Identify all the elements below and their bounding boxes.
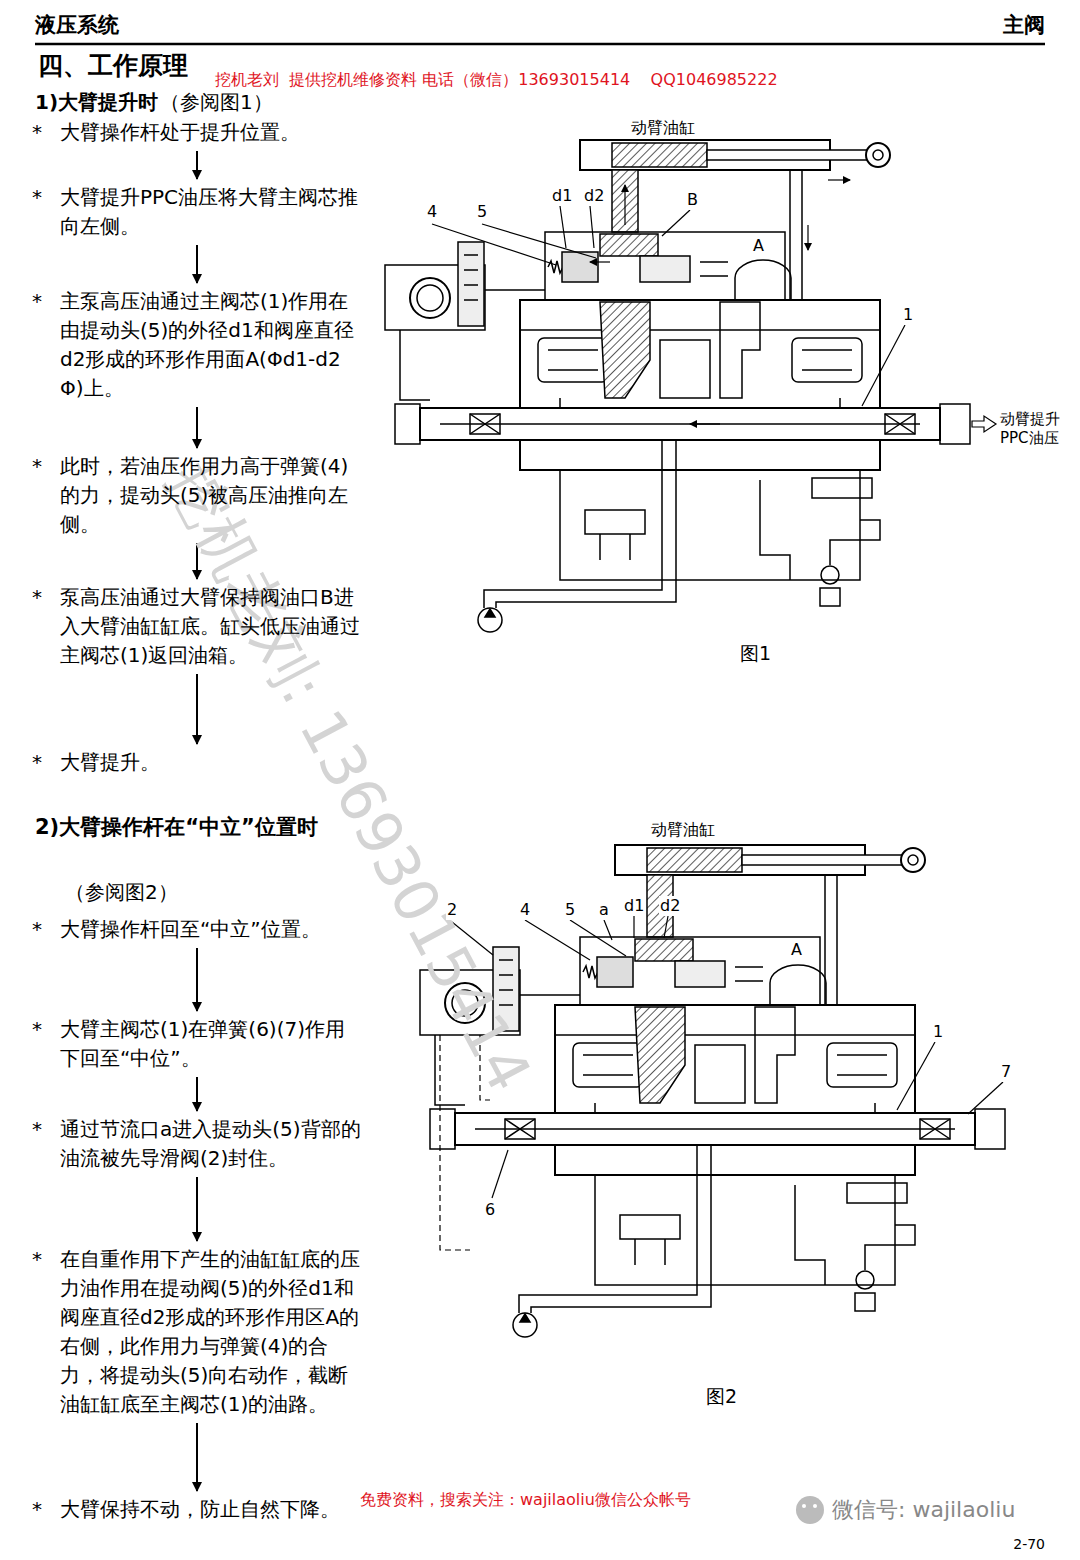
bullet-mark: *: [32, 1245, 42, 1274]
callout-number: 1: [902, 305, 914, 325]
callout-number: 7: [1000, 1062, 1012, 1082]
footer-note: 免费资料，搜索关注：wajilaoliu微信公众帐号: [360, 1490, 691, 1510]
flow-arrow: [196, 245, 198, 283]
step-text: 泵高压油通过大臂保持阀油口B进入大臂油缸缸底。缸头低压油通过主阀芯(1)返回油箱…: [60, 583, 362, 670]
area-label: A: [752, 236, 765, 256]
bullet-mark: *: [32, 583, 42, 612]
page-number: 2-70: [1013, 1536, 1045, 1554]
part-label: 动臂油缸: [650, 820, 716, 840]
bullet-mark: *: [32, 915, 42, 944]
flow-arrow: [196, 674, 198, 744]
flow-arrow: [196, 151, 198, 179]
step-text: 主泵高压油通过主阀芯(1)作用在由提动头(5)的外径d1和阀座直径d2形成的环形…: [60, 287, 362, 403]
step-text: 此时，若油压作用力高于弹簧(4)的力，提动头(5)被高压油推向左侧。: [60, 452, 362, 539]
flow-arrow: [196, 407, 198, 448]
callout-number: 4: [519, 900, 531, 920]
pilot-pressure-label: 动臂提升 PPC油压: [1000, 410, 1072, 448]
callout-number: 1: [932, 1022, 944, 1042]
bullet-mark: *: [32, 748, 42, 777]
part-label: 动臂油缸: [630, 118, 696, 138]
flow-arrow: [196, 1423, 198, 1491]
figure-reference: （参阅图1）: [160, 90, 273, 115]
page-title: 四、工作原理: [38, 50, 188, 81]
figure-caption: 图2: [706, 1385, 737, 1409]
port-label: B: [686, 190, 699, 210]
flow-step: * 大臂主阀芯(1)在弹簧(6)(7)作用下回至“中位”。: [32, 1015, 362, 1073]
flow-step: * 主泵高压油通过主阀芯(1)作用在由提动头(5)的外径d1和阀座直径d2形成的环…: [32, 287, 362, 403]
callout-number: 4: [426, 202, 438, 222]
flow-step: * 在自重作用下产生的油缸缸底的压力油作用在提动阀(5)的外径d1和阀座直径d2形…: [32, 1245, 362, 1419]
flow-arrow: [196, 1177, 198, 1241]
step-text: 大臂操作杆回至“中立”位置。: [60, 915, 362, 944]
bullet-mark: *: [32, 1015, 42, 1044]
flow-arrow: [196, 1077, 198, 1111]
step-text: 大臂操作杆处于提升位置。: [60, 118, 362, 147]
flow-step: * 通过节流口a进入提动头(5)背部的油流被先导滑阀(2)封住。: [32, 1115, 362, 1173]
dimension-label: d2: [659, 896, 681, 916]
dimension-label: d2: [583, 186, 605, 206]
callout-number: 5: [476, 202, 488, 222]
flow-step: * 大臂提升。: [32, 748, 362, 777]
flow-step: * 此时，若油压作用力高于弹簧(4)的力，提动头(5)被高压油推向左侧。: [32, 452, 362, 539]
callout-number: 5: [564, 900, 576, 920]
bullet-mark: *: [32, 287, 42, 316]
bullet-mark: *: [32, 1495, 42, 1524]
step-text: 大臂主阀芯(1)在弹簧(6)(7)作用下回至“中位”。: [60, 1015, 362, 1073]
flow-arrow: [196, 948, 198, 1011]
callout-number: 2: [446, 900, 458, 920]
step-text: 通过节流口a进入提动头(5)背部的油流被先导滑阀(2)封住。: [60, 1115, 362, 1173]
orifice-label: a: [598, 900, 610, 920]
bullet-mark: *: [32, 118, 42, 147]
section-heading: 1)大臂提升时: [35, 90, 158, 115]
flow-step: * 大臂保持不动，防止自然下降。: [32, 1495, 362, 1524]
step-text: 大臂提升。: [60, 748, 362, 777]
dimension-label: d1: [623, 896, 645, 916]
callout-number: 6: [484, 1200, 496, 1220]
figure-caption: 图1: [740, 642, 771, 666]
step-text: 大臂保持不动，防止自然下降。: [60, 1495, 362, 1524]
flow-step: * 大臂操作杆回至“中立”位置。: [32, 915, 362, 944]
area-label: A: [790, 940, 803, 960]
flow-step: * 大臂提升PPC油压将大臂主阀芯推向左侧。: [32, 183, 362, 241]
wechat-id: 微信号: wajilaoliu: [832, 1496, 1015, 1524]
flow-step: * 大臂操作杆处于提升位置。: [32, 118, 362, 147]
figure-reference: （参阅图2）: [65, 880, 178, 905]
watermark-banner: 挖机老刘 提供挖机维修资料 电话（微信）13693015414 QQ104698…: [215, 70, 778, 90]
dimension-label: d1: [551, 186, 573, 206]
watermark: 挖机老刘: 13693015414: [152, 451, 546, 1104]
step-text: 大臂提升PPC油压将大臂主阀芯推向左侧。: [60, 183, 362, 241]
flow-step: * 泵高压油通过大臂保持阀油口B进入大臂油缸缸底。缸头低压油通过主阀芯(1)返回油…: [32, 583, 362, 670]
header-left: 液压系统: [35, 12, 119, 38]
bullet-mark: *: [32, 183, 42, 212]
header-right: 主阀: [1003, 12, 1045, 38]
step-text: 在自重作用下产生的油缸缸底的压力油作用在提动阀(5)的外径d1和阀座直径d2形成…: [60, 1245, 362, 1419]
section-heading: 2)大臂操作杆在“中立”位置时: [35, 812, 355, 844]
bullet-mark: *: [32, 452, 42, 481]
bullet-mark: *: [32, 1115, 42, 1144]
